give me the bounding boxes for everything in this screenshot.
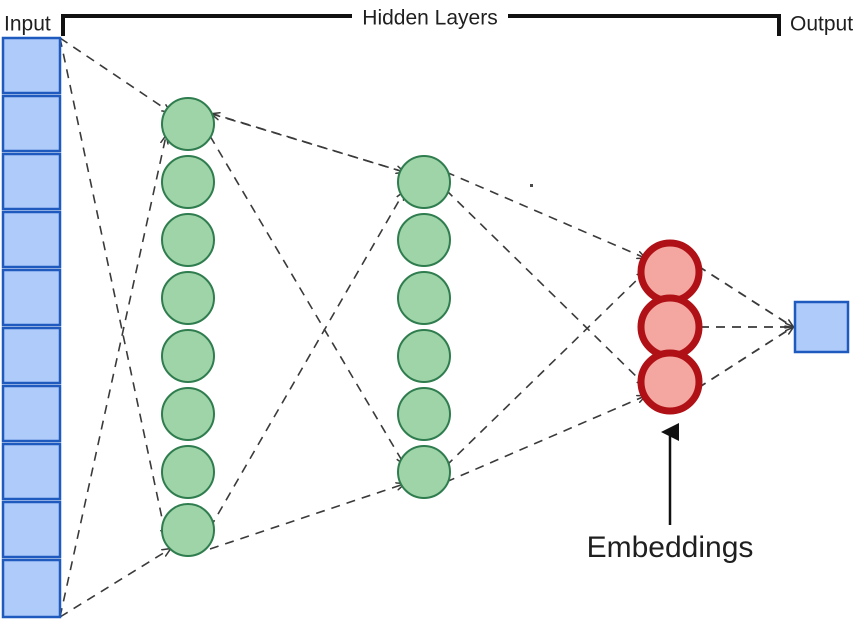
connections-input-to-hidden1 bbox=[59, 37, 170, 618]
bracket-right-segment bbox=[508, 14, 781, 36]
hidden-node[interactable] bbox=[161, 329, 215, 383]
input-label: Input bbox=[4, 13, 51, 36]
embedding-node[interactable] bbox=[637, 294, 703, 360]
hidden-node[interactable] bbox=[161, 97, 215, 151]
hidden-node[interactable] bbox=[397, 329, 451, 383]
connection-line bbox=[209, 135, 404, 464]
connection-line bbox=[445, 396, 645, 483]
hidden-layers-bracket bbox=[61, 14, 781, 36]
input-node[interactable] bbox=[1, 442, 62, 501]
embeddings-label: Embeddings bbox=[587, 531, 754, 564]
connections-hidden1-to-hidden2 bbox=[209, 112, 404, 550]
connections-hidden2-to-embeddings bbox=[445, 171, 645, 483]
hidden-node[interactable] bbox=[161, 445, 215, 499]
connection-line bbox=[59, 549, 170, 618]
embedding-node[interactable] bbox=[637, 349, 703, 415]
connection-line bbox=[59, 37, 170, 112]
connection-line bbox=[59, 37, 166, 537]
connection-line bbox=[209, 484, 404, 550]
input-node[interactable] bbox=[1, 210, 62, 269]
connection-line bbox=[445, 272, 645, 467]
hidden-node[interactable] bbox=[161, 387, 215, 441]
hidden-node[interactable] bbox=[397, 387, 451, 441]
hidden-node[interactable] bbox=[161, 213, 215, 267]
input-node[interactable] bbox=[1, 152, 62, 211]
input-node[interactable] bbox=[1, 36, 62, 95]
input-node[interactable] bbox=[1, 326, 62, 385]
connections-hidden1-to-hidden2-reverse bbox=[212, 114, 405, 173]
output-node[interactable] bbox=[793, 300, 850, 354]
output-label: Output bbox=[790, 13, 853, 36]
hidden-node[interactable] bbox=[161, 503, 215, 557]
connection-line bbox=[697, 265, 793, 327]
connection-line bbox=[445, 171, 645, 258]
input-node[interactable] bbox=[1, 268, 62, 327]
embedding-layer bbox=[637, 239, 703, 415]
hidden-node[interactable] bbox=[397, 155, 451, 209]
hidden-node[interactable] bbox=[397, 271, 451, 325]
connection-line bbox=[697, 327, 793, 389]
embedding-node[interactable] bbox=[637, 239, 703, 305]
hidden-node[interactable] bbox=[397, 445, 451, 499]
input-node[interactable] bbox=[1, 500, 62, 559]
bracket-left-segment bbox=[61, 14, 352, 36]
connection-line bbox=[445, 189, 645, 385]
hidden-node[interactable] bbox=[161, 155, 215, 209]
hidden-node[interactable] bbox=[161, 271, 215, 325]
hidden-layer-2 bbox=[397, 155, 451, 499]
embeddings-callout: Embeddings bbox=[587, 423, 754, 564]
hidden-layer-1 bbox=[161, 97, 215, 557]
hidden-layers-label: Hidden Layers bbox=[362, 7, 497, 30]
connection-line bbox=[212, 114, 405, 173]
connection-line bbox=[209, 192, 404, 529]
input-layer bbox=[1, 36, 62, 619]
connections-embeddings-to-output bbox=[697, 265, 793, 389]
input-node[interactable] bbox=[1, 94, 62, 153]
input-node[interactable] bbox=[1, 558, 62, 619]
artifact-dot bbox=[530, 184, 533, 187]
hidden-node[interactable] bbox=[397, 213, 451, 267]
input-node[interactable] bbox=[1, 384, 62, 443]
output-layer bbox=[793, 300, 850, 354]
connection-line bbox=[59, 136, 166, 618]
